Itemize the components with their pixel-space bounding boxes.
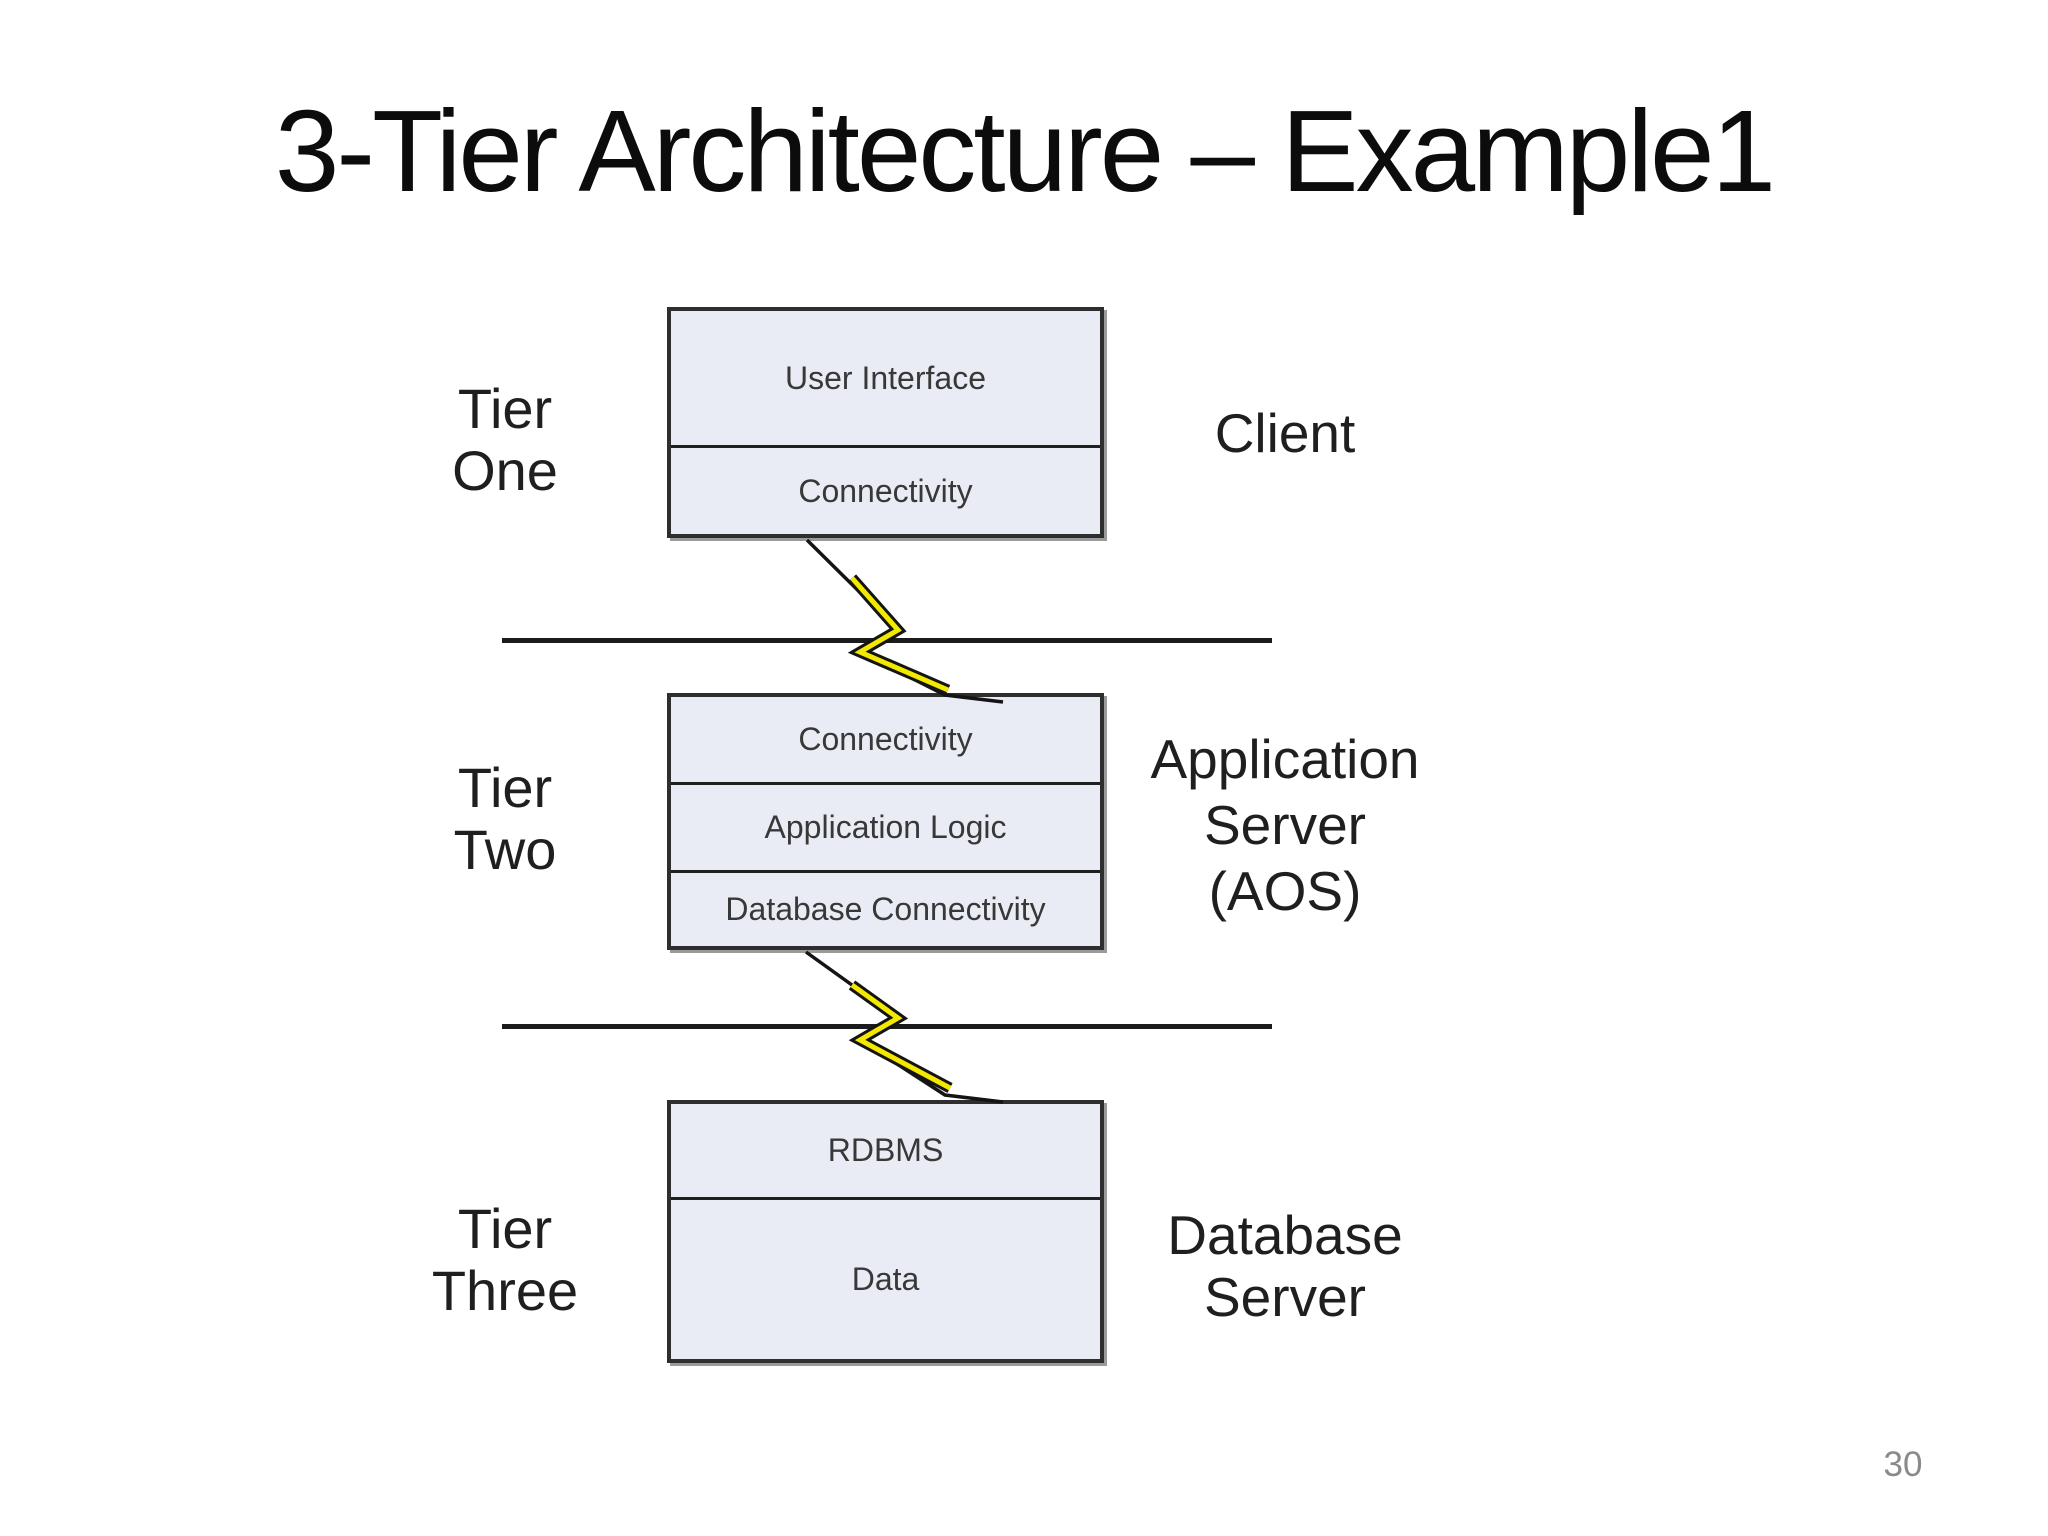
database-server-label: Database Server [1090, 1204, 1480, 1328]
tier-one-label: Tier One [395, 378, 615, 502]
rdbms-cell: RDBMS [671, 1104, 1100, 1197]
server-connectivity-cell-label: Connectivity [798, 721, 973, 758]
server-connectivity-cell: Connectivity [671, 697, 1100, 782]
application-server-label-line2: Server [1204, 794, 1366, 856]
tier-two-label: Tier Two [395, 757, 615, 881]
tier-one-label-line1: Tier [457, 377, 553, 440]
client-label: Client [1090, 402, 1480, 464]
lightning-bolt-icon [805, 538, 1004, 704]
tier-two-label-line1: Tier [457, 756, 553, 819]
tier-one-box: User Interface Connectivity [667, 307, 1104, 538]
user-interface-cell-label: User Interface [785, 359, 986, 396]
tier-separator-line-1 [502, 638, 1272, 643]
tier-two-box: Connectivity Application Logic Database … [667, 693, 1104, 950]
application-server-label-line1: Application [1150, 728, 1420, 790]
user-interface-cell: User Interface [671, 311, 1100, 445]
application-logic-cell: Application Logic [671, 782, 1100, 870]
client-label-line1: Client [1214, 402, 1356, 464]
application-logic-cell-label: Application Logic [764, 809, 1007, 846]
tier-separator-line-2 [502, 1024, 1272, 1029]
tier-three-box: RDBMS Data [667, 1100, 1104, 1363]
application-server-label-line3: (AOS) [1208, 860, 1362, 922]
rdbms-cell-label: RDBMS [827, 1131, 944, 1168]
application-server-label: Application Server (AOS) [1090, 726, 1480, 924]
database-server-label-line1: Database [1167, 1204, 1403, 1266]
tier-two-label-line2: Two [453, 818, 557, 881]
client-connectivity-cell-label: Connectivity [798, 472, 973, 509]
data-cell: Data [671, 1196, 1100, 1359]
tier-one-label-line2: One [452, 439, 558, 502]
tier-three-label-line2: Three [431, 1259, 579, 1322]
page-number: 30 [1883, 1445, 1923, 1484]
database-server-label-line2: Server [1204, 1266, 1366, 1328]
slide-title: 3-Tier Architecture – Example1 [274, 86, 1776, 216]
database-connectivity-cell: Database Connectivity [671, 870, 1100, 946]
tier-three-label-line1: Tier [457, 1197, 553, 1260]
data-cell-label: Data [851, 1260, 920, 1297]
tier-three-label: Tier Three [395, 1198, 615, 1322]
database-connectivity-cell-label: Database Connectivity [725, 891, 1046, 928]
client-connectivity-cell: Connectivity [671, 445, 1100, 534]
